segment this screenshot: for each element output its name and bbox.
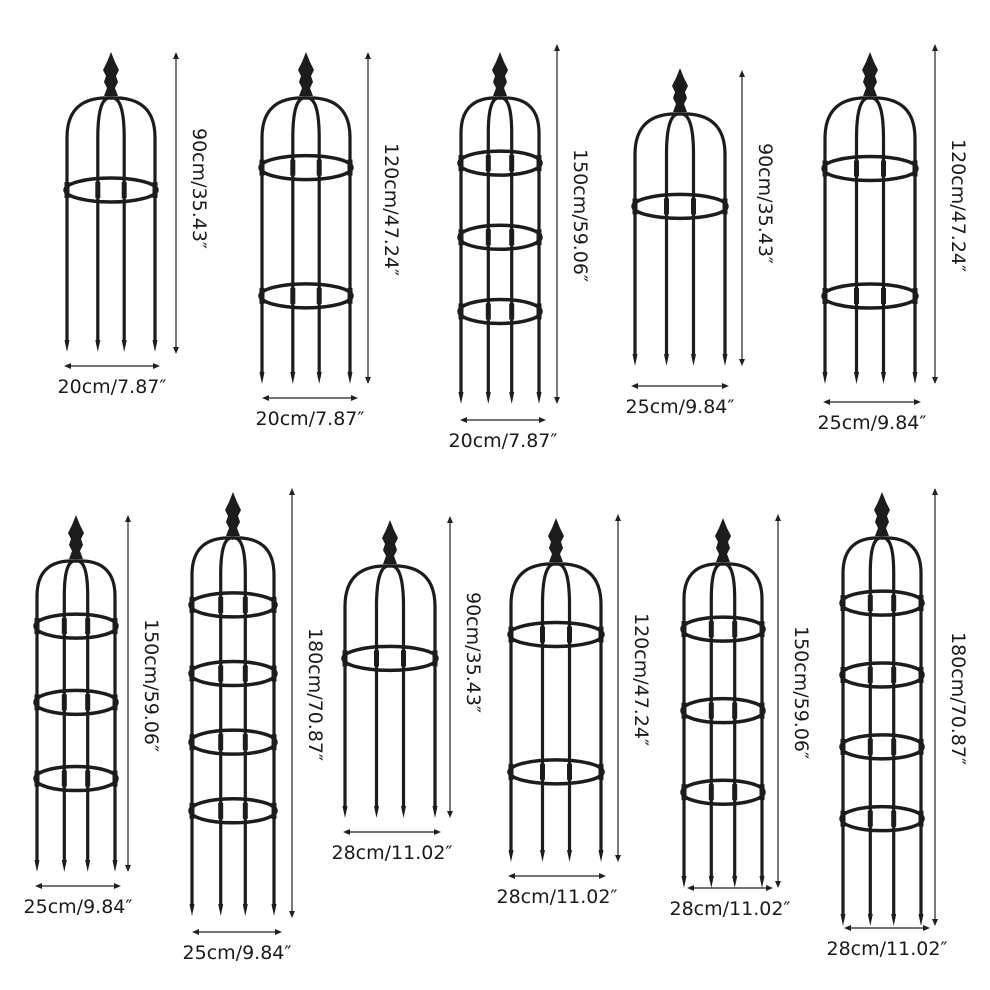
width-dimension-arrow [343, 829, 441, 835]
trellis-obelisk-icon [258, 52, 354, 384]
width-label: 20cm/7.87″ [448, 430, 558, 452]
height-dimension-arrow [365, 52, 371, 384]
width-label: 28cm/11.02″ [496, 886, 618, 908]
height-label: 180cm/70.87″ [304, 628, 326, 762]
height-dimension-arrow [173, 52, 179, 354]
height-label: 90cm/35.43″ [754, 143, 776, 265]
trellis-obelisk-icon [821, 52, 919, 384]
width-dimension-arrow [35, 883, 121, 889]
width-dimension-arrow [460, 417, 546, 423]
trellis-obelisk-icon [457, 52, 543, 404]
height-label: 90cm/35.43″ [188, 128, 210, 250]
width-dimension-arrow [687, 885, 773, 891]
height-label: 180cm/70.87″ [947, 632, 969, 766]
height-dimension-arrow [775, 514, 781, 888]
height-label: 150cm/59.06″ [790, 626, 812, 760]
height-dimension-arrow [932, 488, 938, 926]
trellis-obelisk-icon [680, 518, 766, 888]
width-label: 20cm/7.87″ [255, 408, 365, 430]
trellis-obelisk-icon [507, 518, 605, 862]
height-dimension-arrow [289, 488, 295, 918]
width-label: 25cm/9.84″ [625, 396, 735, 418]
height-dimension-arrow [932, 44, 938, 384]
width-label: 25cm/9.84″ [817, 412, 927, 434]
width-label: 25cm/9.84″ [182, 942, 292, 964]
height-dimension-arrow [125, 515, 131, 872]
height-label: 120cm/47.24″ [947, 139, 969, 273]
height-dimension-arrow [554, 44, 560, 404]
height-label: 120cm/47.24″ [630, 613, 652, 747]
height-dimension-arrow [739, 70, 745, 366]
width-label: 25cm/9.84″ [23, 896, 133, 918]
trellis-obelisk-icon [63, 52, 159, 352]
trellis-obelisk-icon [33, 515, 119, 872]
height-label: 90cm/35.43″ [462, 592, 484, 714]
width-label: 28cm/11.02″ [826, 938, 948, 960]
height-dimension-arrow [447, 516, 453, 818]
width-dimension-arrow [262, 395, 358, 401]
trellis-obelisk-icon [839, 492, 925, 926]
trellis-obelisk-icon [341, 520, 439, 818]
width-dimension-arrow [823, 399, 921, 405]
trellis-obelisk-icon [631, 68, 729, 366]
height-label: 150cm/59.06″ [569, 149, 591, 283]
width-label: 28cm/11.02″ [669, 898, 791, 920]
width-dimension-arrow [844, 925, 930, 931]
height-dimension-arrow [615, 514, 621, 862]
height-label: 150cm/59.06″ [140, 618, 162, 752]
width-label: 20cm/7.87″ [57, 376, 167, 398]
width-dimension-arrow [192, 929, 282, 935]
height-label: 120cm/47.24″ [380, 143, 402, 277]
width-label: 28cm/11.02″ [331, 842, 453, 864]
width-dimension-arrow [508, 873, 606, 879]
width-dimension-arrow [64, 363, 160, 369]
width-dimension-arrow [631, 383, 729, 389]
trellis-obelisk-icon [188, 492, 278, 916]
